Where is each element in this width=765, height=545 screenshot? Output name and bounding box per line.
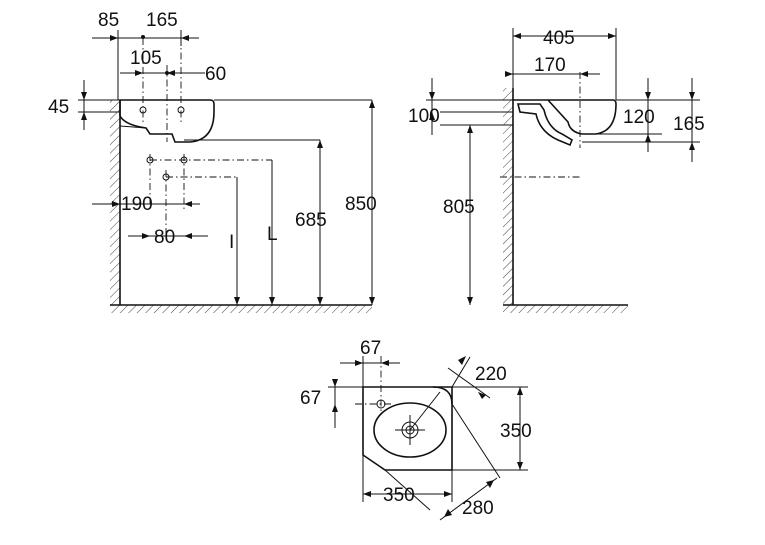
front-basin — [119, 99, 215, 143]
dim-67-left: 67 — [300, 388, 321, 409]
dim-80: 80 — [154, 227, 175, 248]
top-view: 67 67 220 350 350 280 — [300, 338, 532, 521]
side-floor-hatch — [503, 305, 628, 313]
front-floor-hatch — [110, 305, 372, 313]
dim-805: 805 — [443, 197, 475, 218]
dim-100: 100 — [408, 106, 440, 127]
dim-120: 120 — [623, 107, 655, 128]
dim-170: 170 — [534, 55, 566, 76]
side-trap — [516, 103, 573, 147]
dim-850: 850 — [345, 194, 377, 215]
dim-280: 280 — [462, 498, 494, 519]
top-bowl — [373, 402, 447, 458]
dim-405: 405 — [543, 28, 575, 49]
dim-165-front: 165 — [146, 10, 178, 31]
side-wall-hatch — [503, 88, 513, 305]
dim-105: 105 — [130, 48, 162, 69]
dim-190: 190 — [121, 194, 153, 215]
dim-85: 85 — [98, 10, 119, 31]
side-view: 405 170 100 805 120 165 — [408, 28, 705, 313]
dim-I: I — [229, 232, 234, 253]
dim-67-top: 67 — [360, 338, 381, 359]
dim-685: 685 — [295, 210, 327, 231]
dim-350-bottom: 350 — [383, 485, 415, 506]
dim-L: L — [267, 224, 278, 245]
dim-60: 60 — [205, 64, 226, 85]
dim-350-right: 350 — [500, 421, 532, 442]
dim-45: 45 — [48, 97, 69, 118]
dim-165-side: 165 — [673, 114, 705, 135]
dim-220: 220 — [475, 364, 507, 385]
front-view: 85 165 105 60 45 190 80 — [48, 10, 377, 313]
side-basin — [513, 99, 617, 135]
